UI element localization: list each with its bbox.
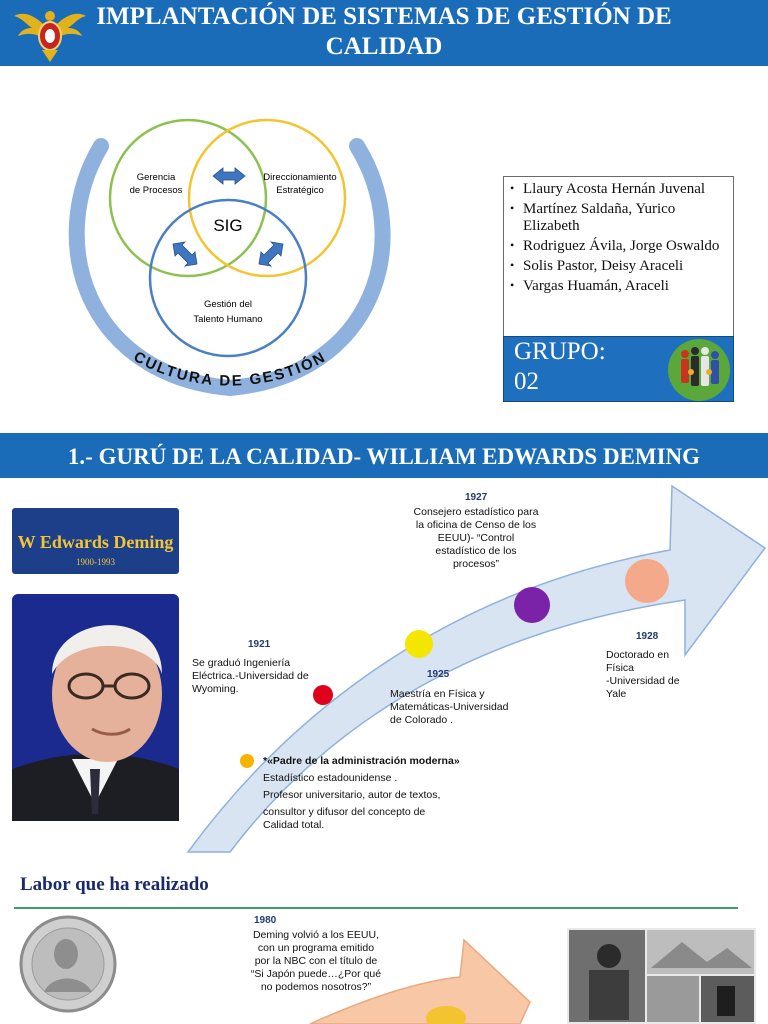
year-1980: 1980	[254, 915, 277, 926]
group-number: 02	[514, 368, 539, 395]
group-box: GRUPO: 02	[503, 336, 734, 402]
event-line: estadístico de los	[435, 545, 517, 557]
timeline-arrow	[186, 484, 767, 853]
labor-arrow	[309, 938, 531, 1024]
label-sig: SIG	[213, 216, 242, 235]
arrow-double-diagonal-right-icon	[258, 241, 284, 267]
sig-diagram: Gerencia de Procesos Direccionamiento Es…	[68, 118, 391, 397]
arc-text: CULTURA DE GESTIÓN	[131, 348, 330, 389]
members-list: Llaury Acosta Hernán Juvenal Martínez Sa…	[503, 176, 734, 336]
section-title: 1.- GURÚ DE LA CALIDAD- WILLIAM EDWARDS …	[67, 444, 701, 469]
labor-title: Labor que ha realizado	[20, 874, 209, 895]
event-line: de Colorado .	[390, 714, 454, 726]
culture-arc	[68, 138, 391, 397]
father-line: Calidad total.	[263, 819, 325, 831]
arc-text-path: CULTURA DE GESTIÓN	[131, 348, 328, 389]
labor-dot	[426, 1006, 466, 1024]
father-heading: *«Padre de la administración moderna»	[263, 755, 460, 767]
member-item: Solis Pastor, Deisy Araceli	[508, 257, 729, 275]
father-line: Estadístico estadounidense .	[263, 772, 398, 784]
event-line: Maestría en Física y	[390, 688, 485, 700]
member-item: Vargas Huamán, Araceli	[508, 277, 729, 295]
deming-years: 1900-1993	[76, 557, 115, 567]
father-line: consultor y difusor del concepto de	[263, 806, 426, 818]
label-strategy-2: Estratégico	[276, 185, 324, 196]
section-banner: 1.- GURÚ DE LA CALIDAD- WILLIAM EDWARDS …	[0, 433, 768, 478]
deming-photos-collage-image	[567, 928, 756, 1024]
labor-divider	[14, 907, 738, 909]
team-people-icon	[668, 339, 730, 401]
label-talent-1: Gestión del	[204, 299, 252, 310]
timeline-dot-father	[240, 754, 254, 768]
timeline-dot-1921	[313, 685, 333, 705]
event-line: Yale	[606, 688, 627, 700]
event-line: Deming volvió a los EEUU,	[252, 929, 380, 941]
event-line: Eléctrica.-Universidad de	[192, 670, 309, 682]
year-1921: 1921	[248, 639, 271, 650]
event-1925: Maestría en Física y Matemáticas-Univers…	[390, 688, 508, 727]
arrow-double-horizontal-icon	[212, 167, 246, 185]
member-item: Martínez Saldaña, Yurico Elizabeth	[508, 200, 729, 235]
event-line: Wyoming.	[192, 683, 239, 695]
member-item: Rodriguez Ávila, Jorge Oswaldo	[508, 237, 729, 255]
deming-portrait-image	[12, 594, 179, 821]
university-crest-icon	[14, 11, 86, 62]
deming-name-card: W Edwards Deming 1900-1993	[12, 508, 179, 574]
label-processes-1: Gerencia	[137, 172, 176, 183]
year-1925: 1925	[427, 669, 450, 680]
event-line: Física	[606, 662, 635, 674]
event-line: por la NBC con el título de	[254, 955, 378, 967]
circle-processes	[108, 118, 268, 278]
timeline-dot-1927	[514, 587, 550, 623]
event-line: la oficina de Censo de los	[415, 519, 537, 531]
header-banner: IMPLANTACIÓN DE SISTEMAS DE GESTIÓN DE C…	[0, 0, 768, 66]
circle-strategy	[187, 118, 347, 278]
event-line: Matemáticas-Universidad	[390, 701, 509, 713]
deming-name: W Edwards Deming	[17, 532, 174, 552]
member-item: Llaury Acosta Hernán Juvenal	[508, 180, 729, 198]
event-line: no podemos nosotros?”	[260, 981, 372, 993]
event-1927: Consejero estadístico para la oficina de…	[395, 506, 557, 571]
circle-talent	[148, 198, 308, 358]
event-line: EEUU)- “Control	[437, 532, 515, 544]
year-1927: 1927	[465, 492, 488, 503]
year-1928: 1928	[636, 631, 659, 642]
group-label: GRUPO:	[514, 338, 606, 365]
arrow-double-diagonal-left-icon	[172, 241, 198, 267]
deming-medal-icon	[19, 915, 117, 1013]
event-line: -Universidad de	[606, 675, 680, 687]
event-1921: Se graduó Ingeniería Eléctrica.-Universi…	[192, 657, 309, 696]
page-title-line-2: CALIDAD	[325, 33, 443, 60]
event-line: “Si Japón puede…¿Por qué	[250, 968, 382, 980]
event-1980: Deming volvió a los EEUU, con un program…	[240, 929, 392, 994]
event-line: Consejero estadístico para	[413, 506, 539, 518]
label-talent-2: Talento Humano	[193, 314, 262, 325]
timeline-dot-1928	[625, 559, 669, 603]
label-strategy-1: Direccionamiento	[263, 172, 336, 183]
event-line: Doctorado en	[606, 649, 670, 661]
page-title-line-1: IMPLANTACIÓN DE SISTEMAS DE GESTIÓN DE	[96, 3, 672, 30]
event-1928: Doctorado en Física -Universidad de Yale	[606, 649, 680, 701]
event-line: Se graduó Ingeniería	[192, 657, 291, 669]
event-line: con un programa emitido	[257, 942, 375, 954]
father-line: Profesor universitario, autor de textos,	[263, 789, 441, 801]
label-processes-2: de Procesos	[130, 185, 183, 196]
father-block: *«Padre de la administración moderna» Es…	[263, 755, 460, 832]
timeline-dot-1925	[405, 630, 433, 658]
event-line: procesos”	[452, 558, 500, 570]
